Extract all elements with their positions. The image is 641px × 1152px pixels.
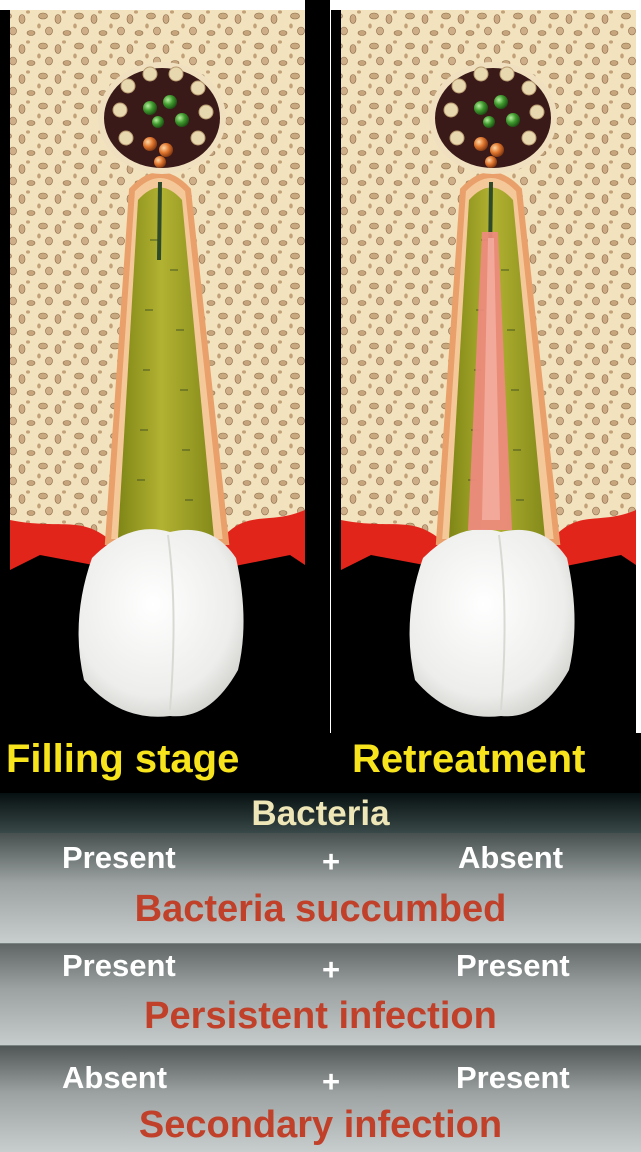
retreatment-status: Present (456, 950, 570, 981)
filling-stage-status: Present (62, 950, 176, 981)
row-divider (0, 1045, 641, 1046)
filling-stage-label: Filling stage (6, 737, 239, 782)
plus-sign: + (322, 954, 340, 985)
stage-labels: Filling stage Retreatment (0, 733, 641, 793)
outcome-label: Persistent infection (0, 997, 641, 1035)
filling-stage-status: Present (62, 842, 176, 873)
outcome-label: Secondary infection (0, 1106, 641, 1144)
retreatment-status: Present (456, 1062, 570, 1093)
tooth-illustration (0, 0, 641, 733)
retreatment-label: Retreatment (352, 737, 585, 782)
filling-stage-status: Absent (62, 1062, 167, 1093)
outcome-row-1: Present + Absent Bacteria succumbed (0, 833, 641, 943)
outcome-label: Bacteria succumbed (0, 890, 641, 928)
bacteria-title: Bacteria (0, 794, 641, 834)
row-divider (0, 943, 641, 944)
plus-sign: + (322, 1066, 340, 1097)
bacteria-header: Bacteria (0, 793, 641, 833)
outcome-row-3: Absent + Present Secondary infection (0, 1045, 641, 1152)
retreatment-status: Absent (458, 842, 563, 873)
filling-stage-tooth (0, 10, 305, 733)
plus-sign: + (322, 846, 340, 877)
outcome-row-2: Present + Present Persistent infection (0, 943, 641, 1045)
